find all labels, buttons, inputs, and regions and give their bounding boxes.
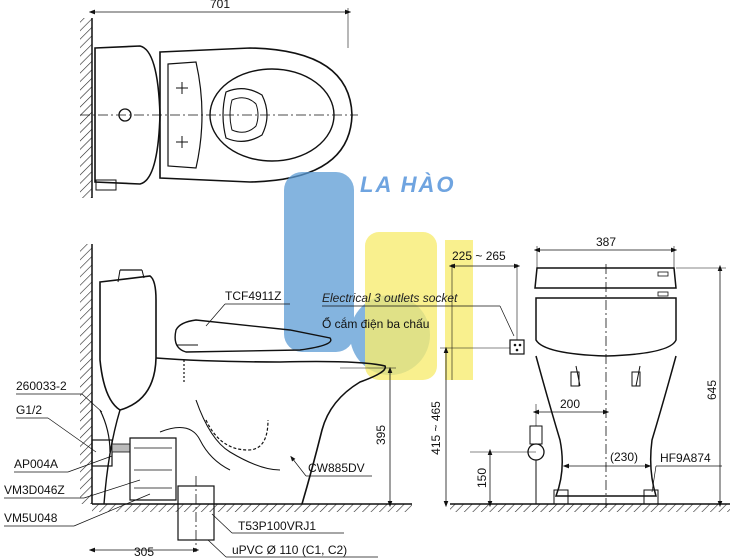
label-vm3d: VM3D046Z [4, 483, 65, 497]
dim-150: 150 [475, 468, 489, 488]
brand-logo: LA HÀO [284, 172, 473, 380]
dim-395: 395 [374, 425, 388, 445]
wall-hatch-side [80, 244, 92, 504]
dim-200: 200 [560, 397, 580, 411]
outlet-label-en: Electrical 3 outlets socket [322, 291, 458, 305]
label-cw885: CW885DV [308, 461, 365, 475]
tank-side [99, 275, 157, 411]
floor-hatch-front [450, 504, 730, 512]
dim-outlet-range: 225 ~ 265 [452, 249, 506, 263]
dim-outlet-height: 415 ~ 465 [429, 401, 443, 455]
side-view: 395 305 260033-2 G1/2 AP004A VM3D046Z VM… [4, 244, 412, 559]
brand-name: LA HÀO [360, 172, 456, 197]
label-hf9: HF9A874 [660, 451, 711, 465]
tank-front [534, 267, 677, 289]
label-ap004a: AP004A [14, 457, 58, 471]
dim-rough-in: 305 [134, 545, 154, 559]
label-260033: 260033-2 [16, 379, 67, 393]
outlet-annotation: Electrical 3 outlets socket Ổ cắm điện b… [322, 249, 525, 380]
outlet-socket [509, 339, 525, 355]
label-vm5u: VM5U048 [4, 511, 58, 525]
wall-hatch-top [80, 18, 92, 198]
label-seat: TCF4911Z [225, 289, 281, 303]
bowl-side [155, 357, 387, 505]
washlet-seat [174, 319, 332, 353]
dim-front-width: 387 [596, 235, 616, 249]
label-t53: T53P100VRJ1 [238, 519, 316, 533]
front-view: 387 645 415 ~ 465 150 200 (230) HF9A874 [429, 235, 730, 512]
flush-hose [99, 409, 111, 453]
dim-side-height: 645 [705, 380, 719, 400]
outlet-label-vi: Ổ cắm điện ba chấu [322, 316, 429, 331]
dim-230: (230) [610, 450, 638, 464]
label-pipe: uPVC Ø 110 (C1, C2) [232, 543, 347, 557]
valve-fitting [91, 439, 113, 467]
top-view: 701 [80, 0, 358, 198]
floor-hatch-side [92, 504, 412, 512]
dim-top-width: 701 [210, 0, 230, 11]
label-g12: G1/2 [16, 403, 42, 417]
